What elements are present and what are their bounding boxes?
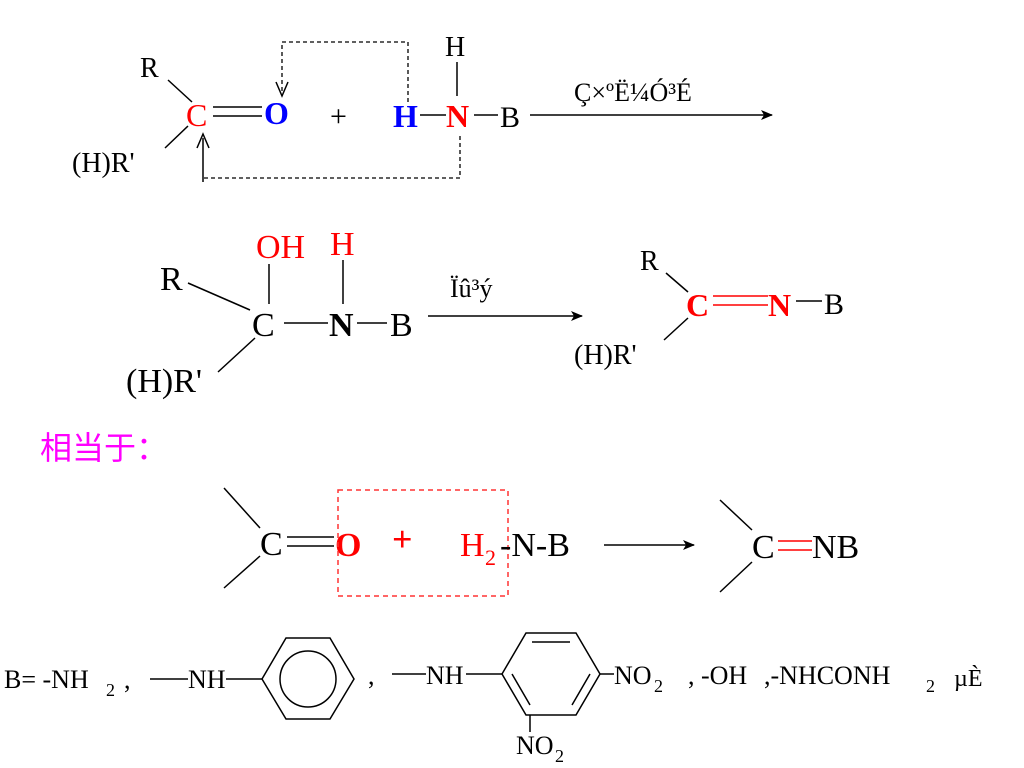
b-comma-1: , (124, 665, 131, 694)
r2-OH-label: OH (256, 229, 305, 266)
b-nh-label-2: NH (426, 661, 464, 690)
b-no2-right-subscript: 2 (654, 676, 663, 696)
b-benzene-ring-1 (261, 637, 355, 720)
b-ring-2-inner-bond-2 (571, 673, 591, 706)
r1-HR-label: (H)R' (72, 148, 135, 179)
reaction-3: C O + H 2 -N-B C NB (223, 487, 859, 597)
r2-product-bond-R-C (665, 272, 689, 293)
r3-oxygen-label: O (335, 527, 361, 564)
r1-arrow-label: Ç×ºË¼Ó³É (574, 78, 692, 107)
r2-B-label: B (390, 307, 413, 344)
r1-H-top-label: H (445, 32, 465, 63)
r3-bond-upper-left (223, 487, 261, 529)
r3-product-bond-upper (719, 499, 753, 531)
r3-H-subscript: 2 (485, 545, 496, 570)
b-benzene-ring-1-circle (279, 650, 337, 708)
r2-H-label: H (330, 226, 355, 263)
b-ring-2-inner-bond-3 (511, 673, 531, 706)
r2-product-B-label: B (824, 288, 844, 321)
r3-H-label: H (460, 527, 485, 564)
r2-product-HR-label: (H)R' (574, 340, 637, 371)
r2-arrow-label: Ïû³ý (450, 274, 492, 303)
b-nh-label-1: NH (188, 665, 226, 694)
r2-HR-label: (H)R' (126, 363, 202, 400)
r1-R-label: R (140, 53, 159, 84)
b-no2-right-label: NO (614, 661, 652, 690)
r3-product-carbon-label: C (752, 529, 775, 566)
r1-plus-sign: + (330, 100, 347, 133)
r2-product-carbon-label: C (686, 287, 709, 323)
r1-nitrogen-label: N (446, 98, 469, 134)
r1-arrowhead-to-O (275, 81, 289, 98)
equivalent-label: 相当于： (40, 429, 168, 467)
b-prefix-label: B= -NH (4, 665, 89, 694)
r2-product-nitrogen-label: N (768, 287, 791, 323)
b-comma-2: , (368, 661, 375, 690)
r1-H-blue-label: H (393, 98, 418, 134)
r3-product-bond-lower (719, 561, 753, 593)
reaction-2: OH H R C N B (H)R' Ïû³ý R C N B (H)R' (126, 226, 844, 400)
reaction-1: R C O (H)R' + H H N B Ç×ºË¼Ó³É (72, 32, 773, 182)
r1-oxygen-label: O (264, 95, 289, 131)
r2-R-label: R (160, 261, 183, 298)
b-oh-label: , -OH (688, 661, 747, 690)
b-suffix-label: µÈ (954, 666, 983, 692)
b-benzene-ring-2 (501, 632, 601, 716)
r2-bond-C-HR (217, 337, 256, 373)
b-nhconh-label: ,-NHCONH (764, 661, 891, 690)
r1-bond-R-C (167, 79, 193, 103)
r2-bond-R-C (187, 282, 251, 311)
r2-product-R-label: R (640, 246, 659, 277)
r1-arrowhead-to-C (196, 132, 210, 149)
b-nhconh-subscript: 2 (926, 676, 935, 696)
b-no2-bottom-label: NO (516, 731, 554, 760)
r3-NB-label: -N-B (500, 527, 570, 564)
b-no2-bottom-subscript: 2 (555, 746, 564, 766)
r3-carbon-label: C (260, 526, 283, 563)
r1-bond-C-HR (164, 125, 189, 149)
r3-dashed-box (337, 489, 509, 597)
r1-B-label: B (500, 101, 520, 134)
b-definitions: B= -NH 2 , NH , NH NO 2 , -OH ,-NHCONH 2… (4, 632, 983, 766)
r3-product-NB-label: NB (812, 529, 859, 566)
r2-carbon-label: C (252, 307, 275, 344)
r1-carbon-label: C (186, 97, 207, 133)
r3-plus-sign: + (392, 519, 413, 559)
b-nh2-subscript: 2 (106, 680, 115, 700)
r2-product-bond-C-HR (663, 317, 689, 341)
r3-bond-lower-left (223, 555, 261, 589)
r1-dashed-path-bottom (203, 136, 461, 179)
r2-nitrogen-label: N (329, 307, 354, 344)
r1-dashed-path-top (281, 41, 409, 102)
